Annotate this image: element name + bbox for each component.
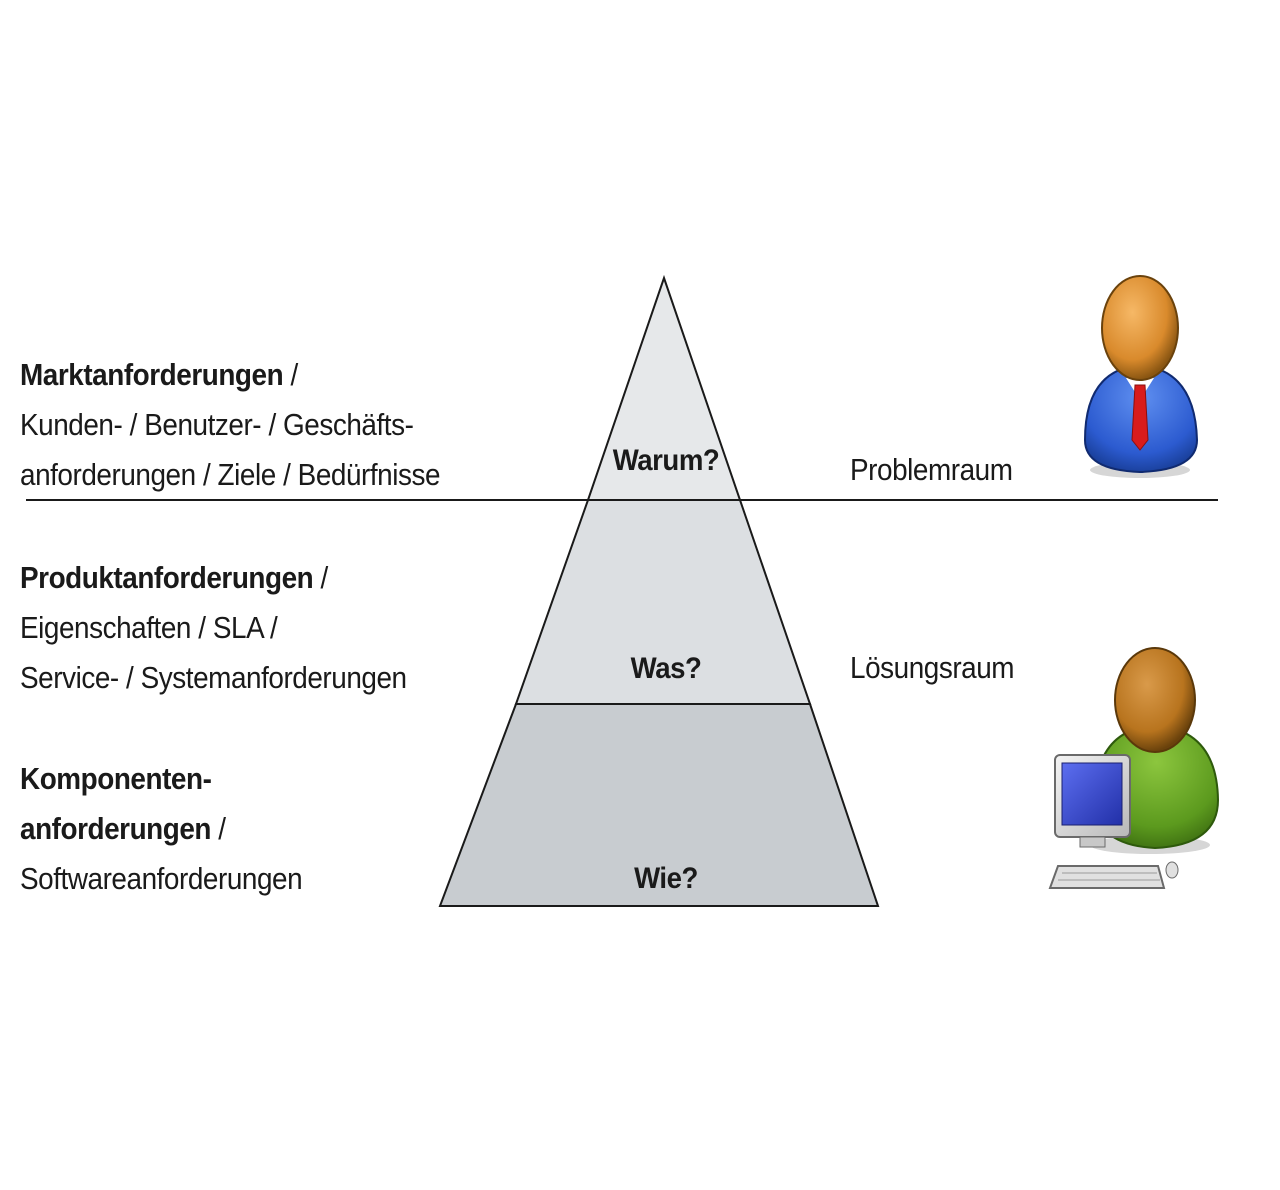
market-requirements-block: Marktanforderungen / Kunden- / Benutzer-… [20,350,441,500]
business-user-icon [1083,275,1199,478]
solution-space-label: Lösungsraum [850,650,1015,685]
component-requirements-title-suffix: / [211,811,226,846]
component-requirements-line-1: Softwareanforderungen [20,861,303,896]
market-requirements-title: Marktanforderungen [20,357,284,392]
problem-space-label: Problemraum [850,452,1013,487]
product-requirements-title-suffix: / [313,560,329,595]
question-why: Warum? [612,444,720,477]
product-requirements-line-1: Eigenschaften / SLA / [20,610,278,645]
market-requirements-line-2: anforderungen / Ziele / Bedürfnisse [20,457,441,492]
component-requirements-block: Komponenten- anforderungen / Softwareanf… [20,754,303,904]
product-requirements-block: Produktanforderungen / Eigenschaften / S… [20,553,407,703]
product-requirements-line-2: Service- / Systemanforderungen [20,660,407,695]
pyramid-bottom-section [438,703,880,907]
question-what: Was? [630,652,702,685]
component-requirements-title-2: anforderungen [20,811,212,846]
question-how: Wie? [634,862,698,895]
market-requirements-title-suffix: / [283,357,298,392]
market-requirements-line-1: Kunden- / Benutzer- / Geschäfts- [20,407,414,442]
computer-user-icon [1048,647,1220,889]
component-requirements-title: Komponenten- [20,761,212,796]
product-requirements-title: Produktanforderungen [20,560,314,595]
